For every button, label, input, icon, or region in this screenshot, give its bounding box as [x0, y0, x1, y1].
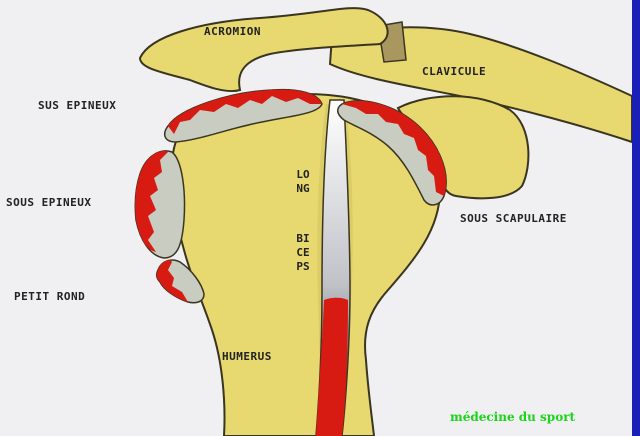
label-clavicule: CLAVICULE	[422, 65, 487, 78]
label-acromion: ACROMION	[204, 25, 261, 38]
acromion-bone	[138, 7, 389, 92]
label-sous-scapulaire: SOUS SCAPULAIRE	[460, 212, 567, 225]
frame-border	[632, 0, 640, 436]
label-petit-rond: PETIT ROND	[14, 290, 86, 303]
label-humerus: HUMERUS	[222, 350, 272, 363]
label-sus-epineux: SUS EPINEUX	[38, 99, 117, 112]
label-biceps: BICEPS	[296, 232, 310, 273]
teres-minor-lesion	[156, 260, 188, 302]
label-long: LONG	[296, 168, 310, 195]
watermark-text: médecine du sport	[450, 410, 576, 424]
label-sous-epineux: SOUS EPINEUX	[6, 196, 92, 209]
biceps-lesion	[316, 297, 348, 436]
subscapularis-lesion	[342, 100, 447, 196]
supraspinatus-lesion	[168, 89, 322, 134]
infraspinatus-lesion	[135, 150, 168, 252]
